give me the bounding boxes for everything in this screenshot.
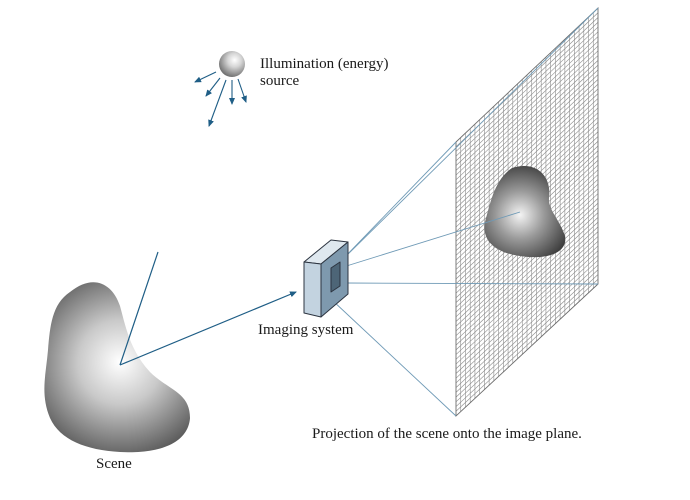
illumination-label-line2: source — [260, 73, 300, 89]
scene-normal-line — [119, 251, 159, 366]
grid-line-horizontal — [455, 198, 599, 332]
grid-line-horizontal — [455, 93, 599, 228]
scene-object — [44, 282, 190, 453]
grid-line-horizontal — [455, 36, 599, 171]
grid-line-horizontal — [455, 79, 599, 214]
illumination-source-label: Illumination (energy) source — [260, 56, 388, 90]
grid-line-horizontal — [455, 240, 599, 374]
grid-line-horizontal — [455, 88, 599, 223]
sphere-icon — [219, 51, 245, 77]
projection-caption: Projection of the scene onto the image p… — [312, 426, 582, 442]
grid-line-horizontal — [455, 50, 599, 185]
grid-line-horizontal — [455, 202, 599, 336]
grid-line-horizontal — [455, 207, 599, 341]
grid-line-horizontal — [455, 226, 599, 360]
grid-line-horizontal — [455, 259, 599, 393]
grid-line-horizontal — [455, 60, 599, 195]
imaging-box-icon — [303, 239, 349, 318]
grid-line-horizontal — [455, 221, 599, 355]
grid-line-horizontal — [455, 250, 599, 384]
grid-line-horizontal — [455, 274, 599, 407]
scene-label: Scene — [96, 456, 132, 472]
grid-line-horizontal — [455, 245, 599, 379]
projected-scene-image — [484, 166, 566, 258]
grid-line-horizontal — [455, 26, 599, 162]
grid-line-horizontal — [455, 193, 599, 327]
grid-line-horizontal — [455, 255, 599, 388]
grid-line-horizontal — [455, 22, 599, 157]
illumination-rays — [194, 71, 247, 127]
grid-line-horizontal — [455, 98, 599, 232]
grid-line-horizontal — [455, 279, 599, 412]
grid-line-horizontal — [455, 17, 599, 152]
grid-line-horizontal — [455, 269, 599, 403]
grid-line-horizontal — [455, 231, 599, 365]
grid-line-horizontal — [455, 83, 599, 218]
grid-line-horizontal — [455, 64, 599, 199]
reflected-ray-arrow — [119, 291, 297, 366]
grid-line-horizontal — [455, 264, 599, 398]
grid-line-horizontal — [455, 45, 599, 181]
grid-line-horizontal — [455, 55, 599, 190]
grid-line-horizontal — [455, 212, 599, 346]
grid-line-horizontal — [455, 31, 599, 166]
grid-line-horizontal — [455, 74, 599, 209]
projection-lines — [331, 7, 599, 417]
grid-line-horizontal — [455, 41, 599, 176]
illumination-label-line1: Illumination (energy) — [260, 56, 389, 72]
grid-line-horizontal — [455, 236, 599, 369]
imaging-system-label: Imaging system — [258, 322, 354, 338]
grid-line-horizontal — [455, 69, 599, 204]
